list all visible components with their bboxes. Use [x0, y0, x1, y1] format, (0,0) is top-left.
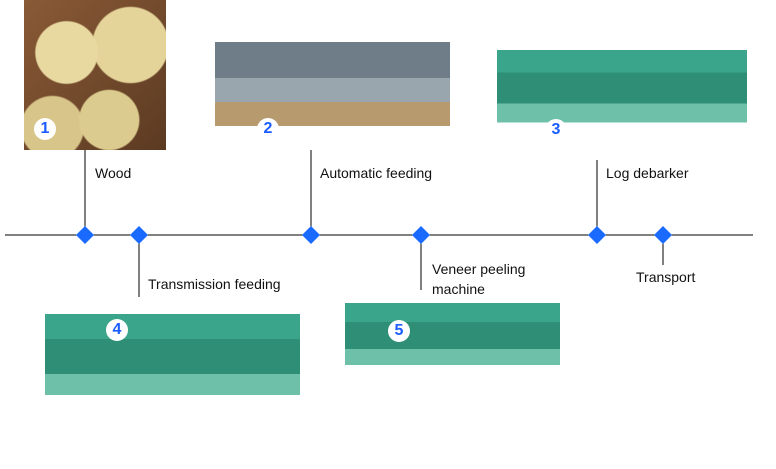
- label-veneer-peeling-line1: Veneer peeling: [432, 261, 526, 277]
- step-number-badge: 3: [545, 119, 567, 141]
- label-veneer-peeling-line2: machine: [432, 281, 485, 297]
- transmission-feeding-machine-photo: 4: [45, 297, 300, 437]
- log-debarker-machine-photo: 3: [497, 35, 747, 160]
- diamond-marker-transmission-feeding: [130, 226, 148, 244]
- label-transmission-feeding: Transmission feeding: [148, 276, 281, 292]
- label-transport: Transport: [636, 269, 696, 285]
- step-number-badge: 5: [388, 320, 410, 342]
- diamond-marker-wood: [76, 226, 94, 244]
- label-wood: Wood: [95, 165, 132, 181]
- step-number-badge: 1: [34, 118, 56, 140]
- wood-logs-photo: 1: [24, 0, 166, 150]
- step-number-badge: 4: [106, 319, 128, 341]
- diamond-marker-veneer-peeling: [412, 226, 430, 244]
- diamond-marker-transport: [654, 226, 672, 244]
- diamond-marker-automatic-feeding: [302, 226, 320, 244]
- label-automatic-feeding: Automatic feeding: [320, 165, 433, 181]
- step-number-badge: 2: [257, 118, 279, 140]
- veneer-peeling-machine-photo: 5: [345, 290, 560, 397]
- label-log-debarker: Log debarker: [606, 165, 689, 181]
- automatic-feeding-machine-photo: 2: [215, 30, 450, 150]
- diamond-marker-log-debarker: [588, 226, 606, 244]
